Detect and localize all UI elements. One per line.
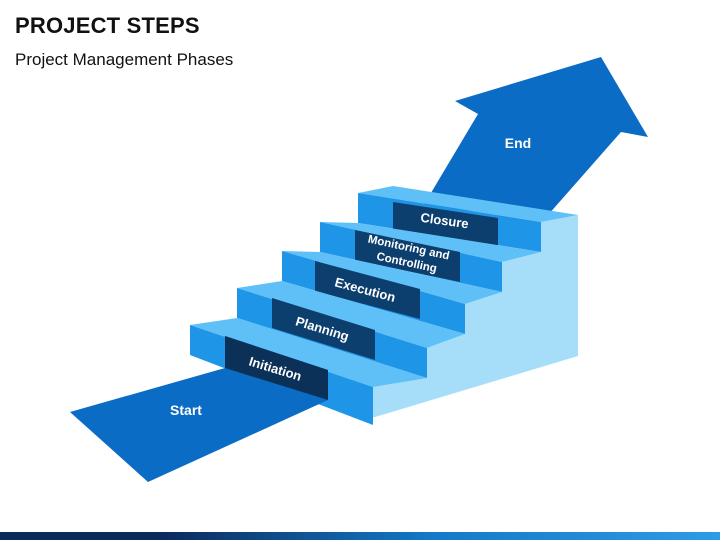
step-2-band <box>272 298 375 360</box>
step-1-top <box>190 318 427 387</box>
step-3-band <box>315 261 420 319</box>
step-4-band <box>355 230 460 282</box>
step-5-top <box>358 186 578 222</box>
step-3-top <box>282 251 502 304</box>
page-title: PROJECT STEPS <box>15 13 200 38</box>
step-1-band <box>225 336 328 400</box>
page-subtitle: Project Management Phases <box>15 50 234 69</box>
end-label: End <box>505 135 531 151</box>
step-2-top <box>237 281 465 348</box>
start-label: Start <box>170 402 202 418</box>
step-5-band <box>393 202 498 248</box>
step-4-top <box>320 222 541 262</box>
footer-bar <box>0 532 720 540</box>
step-label-closure: Closure <box>420 210 470 232</box>
end-arrow <box>422 57 648 215</box>
